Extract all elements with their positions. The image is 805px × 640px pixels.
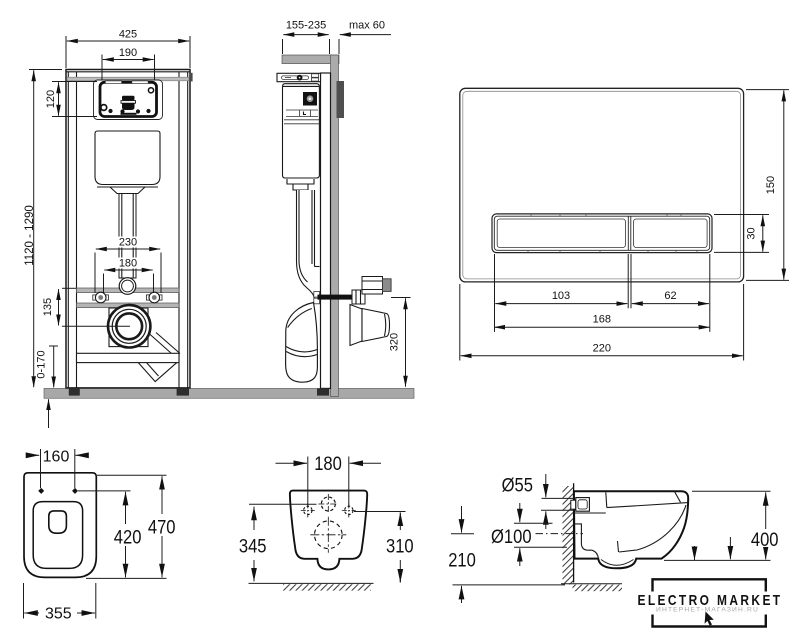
svg-text:62: 62 bbox=[664, 290, 676, 302]
svg-text:470: 470 bbox=[148, 516, 176, 538]
svg-text:180: 180 bbox=[119, 258, 137, 270]
svg-text:355: 355 bbox=[45, 606, 72, 623]
svg-text:0-170: 0-170 bbox=[36, 350, 48, 378]
svg-text:345: 345 bbox=[239, 535, 267, 557]
svg-text:ИНТЕРНЕТ-МАГАЗИН.RU: ИНТЕРНЕТ-МАГАЗИН.RU bbox=[656, 606, 759, 613]
svg-text:310: 310 bbox=[386, 535, 414, 557]
svg-text:135: 135 bbox=[42, 298, 54, 316]
svg-text:425: 425 bbox=[119, 29, 137, 41]
svg-text:420: 420 bbox=[114, 526, 142, 548]
svg-text:Ø55: Ø55 bbox=[502, 474, 533, 496]
svg-text:30: 30 bbox=[746, 227, 758, 239]
svg-text:Ø100: Ø100 bbox=[491, 526, 532, 548]
svg-text:210: 210 bbox=[448, 549, 476, 571]
svg-text:160: 160 bbox=[43, 448, 70, 465]
svg-text:ELECTRO MARKET: ELECTRO MARKET bbox=[638, 592, 783, 609]
svg-text:168: 168 bbox=[593, 314, 611, 326]
svg-text:190: 190 bbox=[119, 47, 137, 59]
svg-text:220: 220 bbox=[593, 342, 611, 354]
svg-text:150: 150 bbox=[765, 176, 777, 194]
svg-text:155-235: 155-235 bbox=[286, 20, 326, 32]
svg-text:120: 120 bbox=[45, 90, 57, 108]
svg-text:320: 320 bbox=[389, 333, 401, 351]
svg-text:1120 - 1290: 1120 - 1290 bbox=[24, 205, 36, 266]
svg-text:230: 230 bbox=[119, 237, 137, 249]
svg-text:103: 103 bbox=[552, 290, 570, 302]
svg-text:180: 180 bbox=[314, 453, 342, 475]
svg-text:400: 400 bbox=[751, 529, 779, 551]
svg-text:max 60: max 60 bbox=[349, 20, 385, 32]
